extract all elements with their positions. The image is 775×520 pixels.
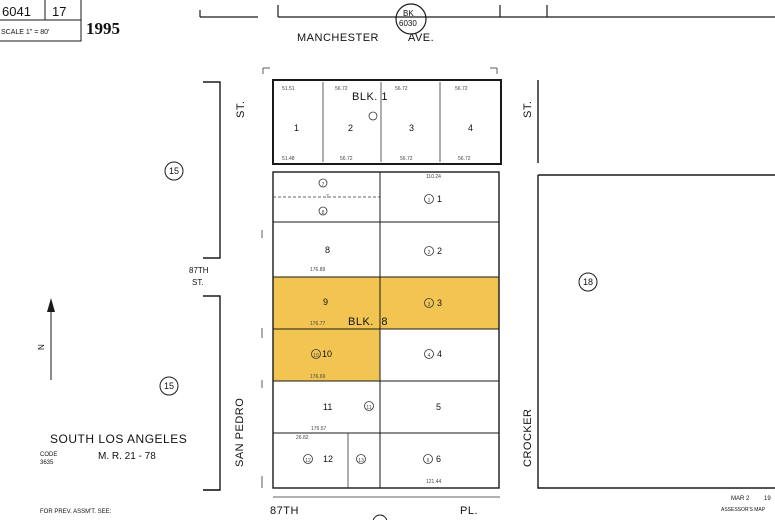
svg-text:176.89: 176.89	[310, 267, 326, 273]
block-8-label: BLK. 8	[348, 316, 388, 328]
book-ref-label: BK	[403, 9, 414, 18]
blk1-parcel-circle	[368, 111, 378, 121]
blk1-parcel-2: 2	[348, 123, 353, 133]
street-crocker-st-top: ST.	[522, 101, 534, 118]
svg-text:56.72: 56.72	[335, 86, 348, 92]
north-arrow-icon: N	[37, 298, 55, 380]
svg-text:51.51: 51.51	[282, 86, 295, 92]
left-circle-12: 12	[305, 458, 311, 464]
blk8r-parcel-1: 1	[437, 194, 442, 204]
block-8: BLK. 8 7 7 8 8 9 10 10 11 11 12 12 13 1 …	[261, 171, 500, 489]
right-circle-2: 2	[428, 250, 431, 256]
blk8-parcel-9: 9	[323, 297, 328, 307]
crocker-street-lines	[537, 80, 775, 489]
blk8-parcel-10: 10	[322, 349, 332, 359]
svg-text:110.24: 110.24	[426, 174, 441, 180]
book-ref-number: 6030	[399, 19, 417, 28]
right-circle-4: 4	[428, 353, 431, 359]
block-1: BLK. 1 1 2 3 4 51.51 56.72 56.72 56.72 5…	[262, 67, 502, 165]
manchester-right-of-way	[199, 5, 775, 18]
svg-text:176.57: 176.57	[311, 426, 327, 432]
code-value: 3635	[40, 460, 54, 466]
left-circle-10: 10	[313, 353, 319, 359]
blk8r-parcel-3: 3	[437, 298, 442, 308]
right-circle-3: 3	[428, 302, 431, 308]
right-circle-1: 1	[428, 198, 431, 204]
blk8-parcel-7: 7	[326, 194, 329, 200]
street-manchester: MANCHESTER AVE.	[297, 32, 434, 44]
street-crocker: CROCKER	[522, 408, 534, 467]
highlight-parcel-9-3	[272, 276, 500, 330]
map-page-number: 17	[52, 4, 66, 19]
blk1-parcel-4: 4	[468, 123, 473, 133]
blk8r-parcel-4: 4	[437, 349, 442, 359]
code-label: CODE	[40, 452, 57, 458]
stamp-date: MAR 2	[731, 496, 750, 502]
blk1-parcel-3: 3	[409, 123, 414, 133]
prev-assmt-note: FOR PREV. ASSM'T. SEE:	[40, 509, 112, 515]
svg-text:51.48: 51.48	[282, 156, 295, 162]
extra-circle-13: 13	[358, 458, 364, 464]
highlight-parcel-10	[272, 328, 381, 382]
san-pedro-street-lines	[203, 81, 221, 491]
street-87th-pl: 87TH	[270, 505, 299, 517]
blk8-parcel-11: 11	[323, 402, 332, 412]
blk8r-parcel-2: 2	[437, 246, 442, 256]
street-87th-left-suffix: ST.	[192, 278, 204, 287]
map-ref-text: M. R. 21 - 78	[98, 451, 156, 462]
map-year: 1995	[86, 19, 120, 38]
svg-text:15: 15	[169, 166, 179, 176]
header-box: 6041 17 SCALE 1" = 80' 1995	[0, 0, 120, 42]
svg-text:26.82: 26.82	[296, 435, 309, 441]
svg-text:N: N	[37, 344, 46, 350]
highlighted-parcels	[272, 276, 500, 382]
street-87th-left: 87TH	[189, 266, 209, 275]
assessor-map-label: ASSESSOR'S MAP	[721, 507, 766, 513]
svg-text:56.72: 56.72	[340, 156, 353, 162]
87th-pl-lines	[203, 489, 500, 498]
blk1-parcel-1: 1	[294, 123, 299, 133]
left-circle-7: 7	[322, 182, 325, 188]
blk8r-parcel-6: 6	[436, 454, 441, 464]
map-ref-left-upper: 15	[164, 161, 184, 181]
book-reference-circle: BK 6030	[395, 3, 427, 35]
svg-text:18: 18	[583, 277, 593, 287]
svg-text:56.72: 56.72	[455, 86, 468, 92]
svg-text:121.44: 121.44	[426, 479, 442, 485]
stamp-year: 19	[764, 496, 771, 502]
blk8r-parcel-5: 5	[436, 402, 441, 412]
map-book-number: 6041	[2, 4, 31, 19]
left-circle-8: 8	[322, 210, 325, 216]
svg-text:56.72: 56.72	[458, 156, 471, 162]
bottom-ref-circle	[372, 514, 388, 520]
extra-circle-11: 11	[366, 405, 371, 411]
svg-text:56.72: 56.72	[395, 86, 408, 92]
street-san-pedro: SAN PEDRO	[234, 398, 246, 467]
right-circle-6: 6	[427, 458, 430, 464]
blk8-parcel-12: 12	[323, 454, 333, 464]
street-san-pedro-st-top: ST.	[235, 101, 247, 118]
street-87th-pl-suffix: PL.	[460, 505, 478, 517]
map-scale: SCALE 1" = 80'	[1, 29, 49, 36]
svg-text:15: 15	[164, 381, 174, 391]
map-ref-left-lower: 15	[159, 376, 179, 396]
blk8-parcel-8: 8	[325, 245, 330, 255]
map-ref-right: 18	[578, 272, 598, 292]
svg-text:176.69: 176.69	[310, 374, 326, 380]
area-name: SOUTH LOS ANGELES	[50, 432, 187, 446]
svg-text:176.77: 176.77	[310, 321, 326, 327]
legend: SOUTH LOS ANGELES M. R. 21 - 78 CODE 363…	[40, 432, 771, 515]
svg-text:56.72: 56.72	[400, 156, 413, 162]
block-1-label: BLK. 1	[352, 91, 388, 103]
